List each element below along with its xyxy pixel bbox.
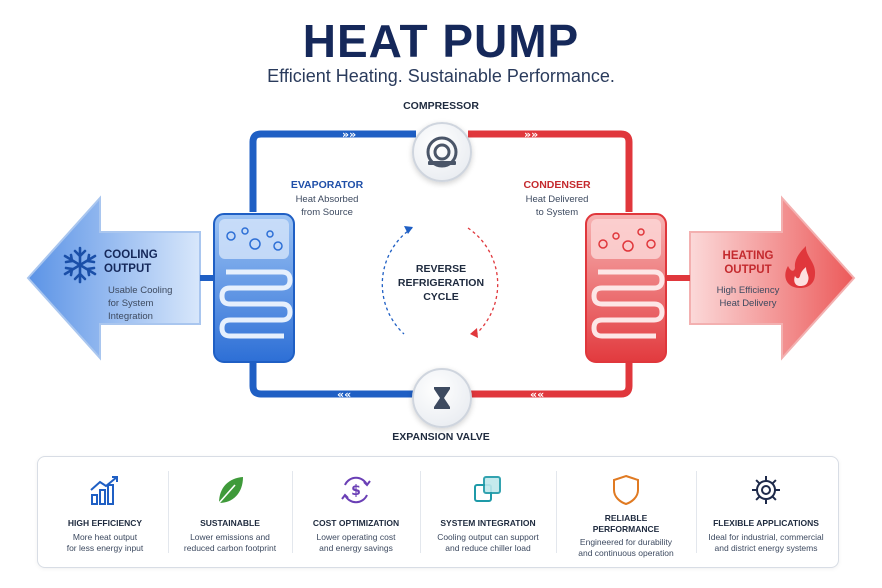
heat-pump-diagram: »» »» «« «« bbox=[26, 128, 856, 401]
cycle-line2: REFRIGERATION bbox=[397, 277, 485, 289]
flow-chevrons-top-right: »» bbox=[524, 128, 538, 141]
hourglass-icon bbox=[434, 387, 450, 409]
feature-reliable-performance: RELIABLE PERFORMANCE Engineered for dura… bbox=[556, 457, 696, 567]
shield-icon bbox=[613, 474, 639, 506]
feature-desc-line2: and district energy systems bbox=[714, 543, 818, 553]
compressor[interactable] bbox=[412, 122, 472, 182]
feature-high-efficiency: HIGH EFFICIENCY More heat output for les… bbox=[42, 457, 168, 567]
feature-desc-line1: Lower operating cost bbox=[316, 532, 396, 542]
feature-flexible-applications: FLEXIBLE APPLICATIONS Ideal for industri… bbox=[696, 457, 836, 567]
cycle-line3: CYCLE bbox=[423, 291, 459, 303]
heating-output-title-2: OUTPUT bbox=[724, 264, 772, 276]
integration-squares-icon bbox=[474, 476, 501, 502]
feature-title: COST OPTIMIZATION bbox=[312, 518, 400, 528]
feature-desc-line2: for less energy input bbox=[66, 543, 144, 553]
cooling-output-arrow bbox=[26, 195, 201, 361]
evaporator-title: EVAPORATOR bbox=[290, 179, 364, 191]
cooling-output-title-1: COOLING bbox=[104, 249, 158, 261]
feature-title-line1: RELIABLE bbox=[604, 513, 648, 523]
refrigerant-loop bbox=[200, 130, 690, 398]
feature-desc-line1: Engineered for durability bbox=[579, 537, 673, 547]
feature-system-integration: SYSTEM INTEGRATION Cooling output can su… bbox=[420, 457, 556, 567]
flow-chevrons-bottom-left: «« bbox=[337, 388, 351, 401]
feature-divider bbox=[556, 471, 557, 553]
feature-title: HIGH EFFICIENCY bbox=[67, 518, 143, 528]
svg-text:$: $ bbox=[351, 483, 361, 499]
page-subtitle: Efficient Heating. Sustainable Performan… bbox=[267, 66, 615, 86]
cycle-arrows bbox=[381, 226, 499, 338]
feature-desc-line1: Lower emissions and bbox=[190, 532, 270, 542]
heating-output-title-1: HEATING bbox=[722, 250, 774, 262]
heating-output-line2: Heat Delivery bbox=[719, 298, 777, 309]
feature-desc-line2: and continuous operation bbox=[578, 548, 674, 558]
flow-chevrons-top-left: »» bbox=[342, 128, 356, 141]
cooling-output-line2: for System bbox=[108, 298, 154, 309]
evaporator-line2: from Source bbox=[301, 207, 353, 218]
page-title: HEAT PUMP bbox=[302, 15, 580, 67]
condenser-unit bbox=[585, 213, 667, 363]
leaf-icon bbox=[218, 477, 243, 504]
cooling-output-title-2: OUTPUT bbox=[104, 263, 152, 275]
feature-desc-line2: reduced carbon footprint bbox=[183, 543, 277, 553]
compressor-icon bbox=[426, 136, 458, 168]
expansion-valve[interactable] bbox=[412, 368, 472, 428]
feature-title-line2: PERFORMANCE bbox=[592, 524, 660, 534]
feature-desc-line2: and energy savings bbox=[319, 543, 393, 553]
condenser-title: CONDENSER bbox=[523, 179, 591, 191]
feature-divider bbox=[168, 471, 169, 553]
evaporator-unit bbox=[213, 213, 295, 363]
condenser-line2: to System bbox=[535, 207, 579, 218]
feature-divider bbox=[696, 471, 697, 553]
features-panel: HIGH EFFICIENCY More heat output for les… bbox=[37, 456, 839, 568]
evaporator-line1: Heat Absorbed bbox=[295, 194, 359, 205]
feature-title: SUSTAINABLE bbox=[200, 518, 260, 528]
bar-chart-growth-icon bbox=[90, 476, 118, 505]
snowflake-icon bbox=[63, 246, 97, 284]
feature-desc-line1: Cooling output can support bbox=[437, 532, 539, 542]
expansion-valve-label: EXPANSION VALVE bbox=[392, 431, 490, 443]
feature-desc-line1: More heat output bbox=[72, 532, 138, 542]
flame-icon bbox=[785, 246, 816, 288]
feature-sustainable: SUSTAINABLE Lower emissions and reduced … bbox=[168, 457, 292, 567]
cooling-output-line3: Integration bbox=[108, 311, 153, 322]
feature-desc-line2: and reduce chiller load bbox=[445, 543, 531, 553]
compressor-label: COMPRESSOR bbox=[403, 100, 479, 112]
flow-chevrons-bottom-right: «« bbox=[530, 388, 544, 401]
feature-cost-optimization: $ COST OPTIMIZATION Lower operating cost… bbox=[292, 457, 420, 567]
cycle-line1: REVERSE bbox=[415, 263, 467, 275]
heating-output-arrow bbox=[689, 195, 856, 361]
gear-icon bbox=[752, 476, 780, 504]
feature-title: FLEXIBLE APPLICATIONS bbox=[713, 518, 819, 528]
dollar-cycle-icon: $ bbox=[341, 476, 371, 504]
condenser-line1: Heat Delivered bbox=[525, 194, 589, 205]
cooling-output-line1: Usable Cooling bbox=[108, 285, 173, 296]
feature-divider bbox=[292, 471, 293, 553]
heating-output-line1: High Efficiency bbox=[716, 285, 780, 296]
feature-divider bbox=[420, 471, 421, 553]
feature-title: SYSTEM INTEGRATION bbox=[440, 518, 536, 528]
feature-desc-line1: Ideal for industrial, commercial bbox=[708, 532, 824, 542]
